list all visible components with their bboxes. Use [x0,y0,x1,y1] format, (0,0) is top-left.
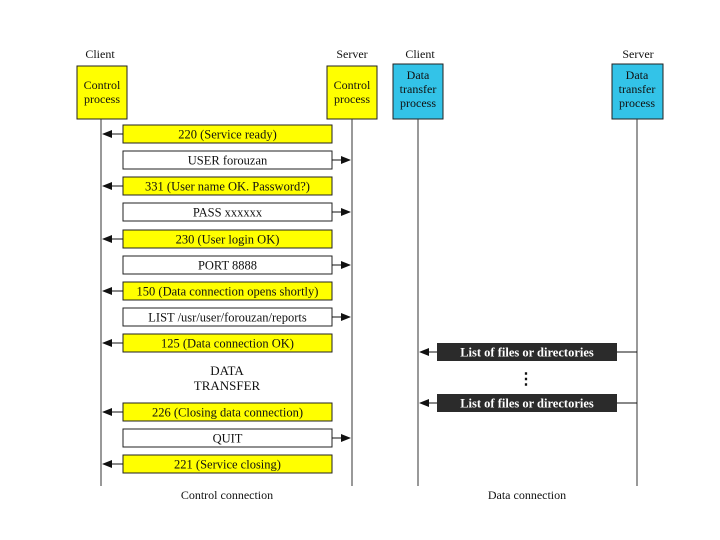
message-text: 150 (Data connection opens shortly) [137,285,319,299]
data-message-text: List of files or directories [460,346,594,360]
message-row: 125 (Data connection OK) [102,333,333,353]
data-client-header: Client [405,47,435,61]
control-server-process-line-1: Control [334,78,371,92]
message-row: PORT 8888 [122,255,351,275]
message-text: 220 (Service ready) [178,128,277,142]
message-text: 331 (User name OK. Password?) [145,180,310,194]
control-client-process-line-1: Control [84,78,121,92]
message-text: 125 (Data connection OK) [161,337,294,351]
message-row: LIST /usr/user/forouzan/reports [122,307,351,327]
message-text: PORT 8888 [198,259,257,273]
control-server-process-line-2: process [334,92,370,106]
data-server-process-line-2: transfer [619,82,656,96]
message-text: LIST /usr/user/forouzan/reports [148,311,307,325]
control-server-header: Server [336,47,367,61]
control-client-header: Client [85,47,115,61]
message-row: 230 (User login OK) [102,229,333,249]
data-transfer-label-line-1: DATA [210,363,244,378]
data-message-box [437,394,617,412]
message-text: USER forouzan [188,154,268,168]
message-text: QUIT [213,432,243,446]
message-row: 220 (Service ready) [102,124,333,144]
message-text: 226 (Closing data connection) [152,406,303,420]
message-row: 331 (User name OK. Password?) [102,176,333,196]
control-messages: 220 (Service ready) USER forouzan 331 (Use… [102,124,351,474]
control-connection-label: Control connection [181,488,273,502]
message-row: 226 (Closing data connection) [102,402,333,422]
data-server-process-line-1: Data [626,68,649,82]
data-message-row: List of files or directories [419,394,637,412]
control-client-process-line-2: process [84,92,120,106]
ellipsis-indicator: ⋮ [518,371,534,388]
data-client-process-line-2: transfer [400,82,437,96]
control-server-process-box: Control process [326,65,378,120]
data-client-process-box: Data transfer process [392,63,444,120]
data-message-box [437,343,617,361]
data-client-process-line-1: Data [407,68,430,82]
message-row: PASS xxxxxx [122,202,351,222]
data-message-text: List of files or directories [460,397,594,411]
data-server-process-line-3: process [619,96,655,110]
control-client-process-box: Control process [76,65,128,120]
message-text: 221 (Service closing) [174,458,281,472]
message-row: 221 (Service closing) [102,454,333,474]
message-text: PASS xxxxxx [193,206,263,220]
data-server-header: Server [622,47,653,61]
message-text: 230 (User login OK) [176,233,280,247]
message-row: 150 (Data connection opens shortly) [102,281,333,301]
message-row: USER forouzan [122,150,351,170]
data-server-process-box: Data transfer process [611,63,664,120]
data-client-process-line-3: process [400,96,436,110]
data-message-row: List of files or directories [419,343,637,361]
message-row: QUIT [122,428,351,448]
data-transfer-label-line-2: TRANSFER [194,378,261,393]
data-connection-label: Data connection [488,488,566,502]
